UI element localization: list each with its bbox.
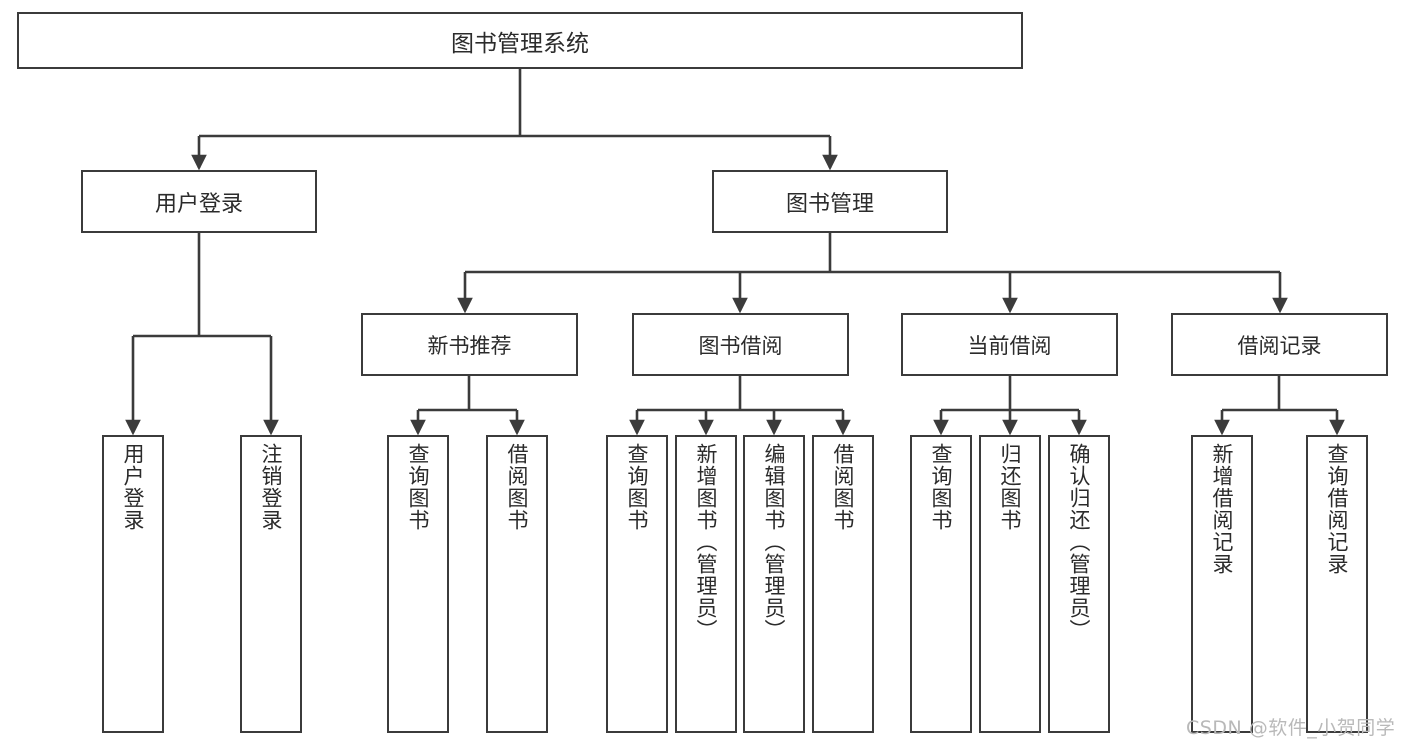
node-label: 查询图书 — [929, 443, 954, 531]
leaf-user-login[interactable]: 用户登录 — [102, 435, 164, 733]
node-label: 用户登录 — [121, 443, 146, 531]
leaf-borrow-book-recommend[interactable]: 借阅图书 — [486, 435, 548, 733]
node-book-management[interactable]: 图书管理 — [712, 170, 948, 233]
node-label: 当前借阅 — [967, 333, 1052, 358]
node-root-system[interactable]: 图书管理系统 — [17, 12, 1023, 69]
node-label: 图书管理系统 — [451, 30, 589, 57]
node-label: 查询借阅记录 — [1325, 443, 1350, 575]
node-book-borrow[interactable]: 图书借阅 — [632, 313, 849, 376]
leaf-inner: 借阅图书 — [814, 443, 872, 731]
node-label: 用户登录 — [154, 191, 243, 217]
node-borrow-record[interactable]: 借阅记录 — [1171, 313, 1388, 376]
leaf-inner: 用户登录 — [104, 443, 162, 731]
leaf-return-book[interactable]: 归还图书 — [979, 435, 1041, 733]
leaf-inner: 归还图书 — [981, 443, 1039, 731]
leaf-confirm-return-admin[interactable]: 确认归还（管理员） — [1048, 435, 1110, 733]
leaf-inner: 新增图书（管理员） — [677, 443, 735, 731]
leaf-borrow-book[interactable]: 借阅图书 — [812, 435, 874, 733]
leaf-query-book-current[interactable]: 查询图书 — [910, 435, 972, 733]
leaf-add-book-admin[interactable]: 新增图书（管理员） — [675, 435, 737, 733]
leaf-query-book-recommend[interactable]: 查询图书 — [387, 435, 449, 733]
node-label: 编辑图书（管理员） — [762, 443, 787, 641]
leaf-query-borrow-record[interactable]: 查询借阅记录 — [1306, 435, 1368, 733]
node-label: 确认归还（管理员） — [1067, 443, 1092, 641]
leaf-inner: 借阅图书 — [488, 443, 546, 731]
node-label: 新增图书（管理员） — [694, 443, 719, 641]
node-label: 新书推荐 — [427, 333, 512, 358]
node-label: 查询图书 — [625, 443, 650, 531]
node-label: 注销登录 — [259, 443, 284, 531]
leaf-inner: 查询图书 — [608, 443, 666, 731]
leaf-user-logout[interactable]: 注销登录 — [240, 435, 302, 733]
watermark-csdn: CSDN @软件_小贺同学 — [1186, 717, 1396, 739]
node-label: 借阅图书 — [505, 443, 530, 531]
node-label: 借阅图书 — [831, 443, 856, 531]
node-label: 图书借阅 — [698, 333, 783, 358]
node-label: 借阅记录 — [1237, 333, 1322, 358]
leaf-inner: 新增借阅记录 — [1193, 443, 1251, 731]
node-user-login[interactable]: 用户登录 — [81, 170, 317, 233]
node-label: 查询图书 — [406, 443, 431, 531]
node-label: 新增借阅记录 — [1210, 443, 1235, 575]
node-current-borrow[interactable]: 当前借阅 — [901, 313, 1118, 376]
leaf-inner: 确认归还（管理员） — [1050, 443, 1108, 731]
leaf-inner: 查询借阅记录 — [1308, 443, 1366, 731]
leaf-query-book-borrow[interactable]: 查询图书 — [606, 435, 668, 733]
leaf-inner: 注销登录 — [242, 443, 300, 731]
leaf-inner: 查询图书 — [389, 443, 447, 731]
leaf-inner: 编辑图书（管理员） — [745, 443, 803, 731]
node-new-book-recommend[interactable]: 新书推荐 — [361, 313, 578, 376]
leaf-edit-book-admin[interactable]: 编辑图书（管理员） — [743, 435, 805, 733]
leaf-inner: 查询图书 — [912, 443, 970, 731]
node-label: 图书管理 — [785, 191, 874, 217]
leaf-add-borrow-record[interactable]: 新增借阅记录 — [1191, 435, 1253, 733]
node-label: 归还图书 — [998, 443, 1023, 531]
